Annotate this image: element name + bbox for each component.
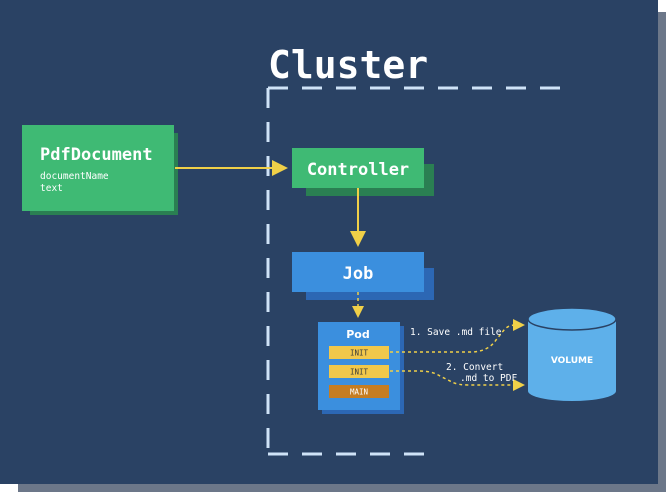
init-container-2 <box>329 365 389 378</box>
arrow-save-to-volume <box>390 319 525 353</box>
pdf-document-box: PdfDocument documentName text <box>22 125 178 215</box>
main-container <box>329 385 389 398</box>
init-container-1 <box>329 346 389 359</box>
init-container-label: INIT <box>350 349 369 358</box>
job-box: Job <box>292 252 434 300</box>
pdf-document-label: PdfDocument <box>40 145 153 165</box>
init-container-label: INIT <box>350 368 369 377</box>
volume-cylinder: VOLUME <box>527 307 617 401</box>
pdf-document-field: documentName <box>40 171 109 182</box>
pod-box: Pod INIT INIT MAIN <box>318 322 404 414</box>
job-label: Job <box>343 264 374 284</box>
main-container-label: MAIN <box>350 388 368 397</box>
cluster-boundary <box>266 86 562 456</box>
controller-box: Controller <box>292 148 434 196</box>
pdf-document-field: text <box>40 183 63 194</box>
step-convert-label-1: 2. Convert <box>446 362 503 373</box>
volume-label: VOLUME <box>551 356 593 366</box>
controller-label: Controller <box>307 160 409 180</box>
step-save-label: 1. Save .md file <box>410 327 502 338</box>
pod-label: Pod <box>346 328 370 341</box>
step-convert-label-2: .md to PDF <box>460 373 517 384</box>
cluster-title: Cluster <box>268 43 428 87</box>
